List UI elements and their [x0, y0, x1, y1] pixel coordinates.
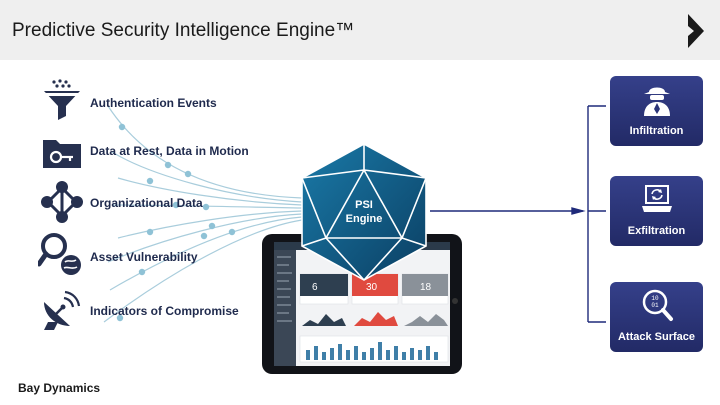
magnifier-binary-icon: 10 01	[642, 289, 673, 321]
magnifier-globe-icon	[38, 233, 81, 275]
engine-label: PSI Engine	[336, 198, 392, 226]
connector-node	[172, 201, 180, 209]
output-box-attack-surface: 10 01 Attack Surface	[610, 282, 703, 352]
page-title: Predictive Security Intelligence Engine™	[12, 20, 355, 41]
tablet-home-button	[452, 298, 458, 304]
satellite-dish-icon	[44, 290, 81, 330]
dashboard-card-value: 18	[420, 282, 432, 293]
dashboard-card-value: 6	[312, 282, 318, 293]
engine-label-line2: Engine	[345, 213, 383, 225]
header-bar: Predictive Security Intelligence Engine™	[0, 0, 720, 60]
connector-node	[118, 123, 126, 131]
connector-node	[200, 232, 208, 240]
funnel-icon	[44, 79, 80, 120]
output-box-infiltration: Infiltration	[610, 76, 703, 146]
psi-engine-icosahedron	[301, 143, 427, 281]
connector-node	[146, 228, 154, 236]
connector-node	[146, 177, 154, 185]
spy-icon	[644, 87, 670, 116]
input-label: Organizational Data	[90, 196, 203, 210]
connector-node	[208, 222, 216, 230]
svg-text:01: 01	[651, 302, 659, 309]
input-label: Indicators of Compromise	[90, 304, 239, 318]
input-label: Data at Rest, Data in Motion	[90, 144, 249, 158]
connector-node	[202, 203, 210, 211]
folder-key-icon	[43, 140, 81, 168]
network-nodes-icon	[41, 181, 83, 223]
connector-node	[164, 161, 172, 169]
connector-node	[138, 268, 146, 276]
engine-label-line1: PSI	[355, 199, 373, 211]
connector-node	[228, 228, 236, 236]
output-label: Infiltration	[629, 125, 684, 137]
svg-text:10: 10	[651, 295, 659, 302]
connector-node	[116, 314, 124, 322]
laptop-sync-icon	[642, 185, 672, 212]
input-label: Authentication Events	[90, 96, 217, 110]
output-label: Exfiltration	[627, 225, 686, 237]
brand-chevron-icon	[688, 14, 704, 48]
output-box-exfiltration: Exfiltration	[610, 176, 703, 246]
connector-node	[184, 170, 192, 178]
output-label: Attack Surface	[617, 331, 696, 343]
input-label: Asset Vulnerability	[90, 250, 198, 264]
dashboard-card-value: 30	[366, 282, 378, 293]
footer-brand: Bay Dynamics	[18, 381, 101, 395]
